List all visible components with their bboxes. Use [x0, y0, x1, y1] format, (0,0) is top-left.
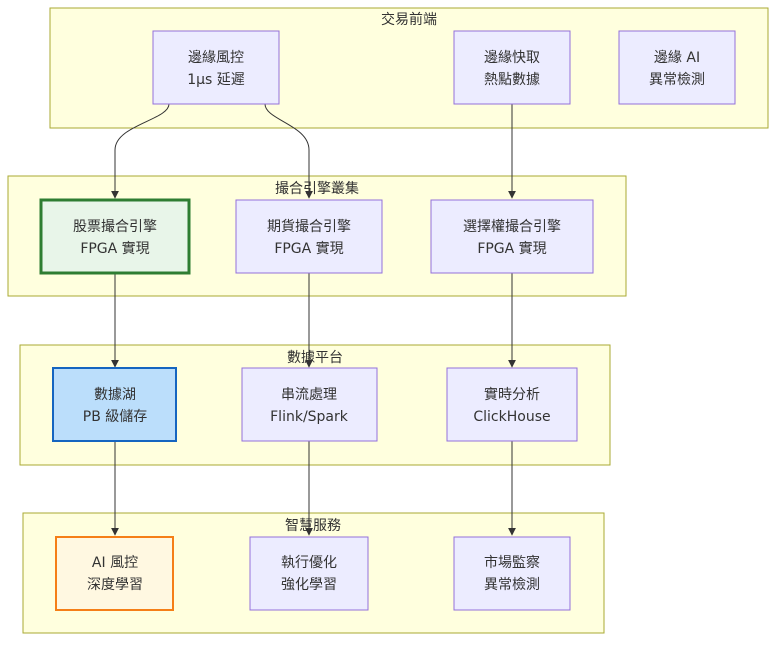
node-ai-risk[interactable]: AI 風控 深度學習	[55, 536, 174, 611]
node-data-lake[interactable]: 數據湖 PB 級儲存	[52, 367, 177, 442]
node-stock-match[interactable]: 股票撮合引擎 FPGA 實現	[39, 198, 191, 275]
node-stream-line2: Flink/Spark	[270, 409, 349, 425]
cluster-data-label: 數據平台	[287, 350, 343, 366]
node-realtime-line2: ClickHouse	[473, 409, 550, 425]
node-edge-cache-line1: 邊緣快取	[484, 50, 540, 66]
node-option-match[interactable]: 選擇權撮合引擎 FPGA 實現	[430, 199, 594, 274]
node-stock-match-line1: 股票撮合引擎	[73, 218, 157, 235]
edge-risk-to-stock	[111, 103, 170, 199]
node-data-lake-line2: PB 級儲存	[83, 409, 148, 425]
node-edge-risk-line1: 邊緣風控	[188, 50, 244, 66]
node-market-watch-line2: 異常檢測	[484, 576, 540, 593]
node-futures-match[interactable]: 期貨撮合引擎 FPGA 實現	[235, 199, 383, 274]
node-stream-line1: 串流處理	[281, 387, 337, 403]
cluster-frontend-label: 交易前端	[381, 11, 437, 28]
node-stream[interactable]: 串流處理 Flink/Spark	[241, 367, 378, 442]
node-edge-cache[interactable]: 邊緣快取 熱點數據	[453, 30, 571, 105]
edge-risk-to-futures	[264, 103, 313, 199]
node-edge-risk[interactable]: 邊緣風控 1μs 延遲	[152, 30, 280, 105]
node-edge-risk-line2: 1μs 延遲	[187, 72, 245, 88]
edges	[111, 103, 516, 536]
node-realtime-line1: 實時分析	[484, 386, 540, 403]
node-edge-cache-line2: 熱點數據	[484, 72, 540, 88]
node-stock-match-line2: FPGA 實現	[80, 240, 149, 257]
node-ai-risk-line2: 深度學習	[87, 577, 143, 593]
node-market-watch-line1: 市場監察	[484, 554, 540, 571]
node-exec-opt-line1: 執行優化	[281, 555, 337, 571]
cluster-matching-label: 撮合引擎叢集	[275, 180, 359, 197]
node-market-watch[interactable]: 市場監察 異常檢測	[453, 536, 571, 611]
node-option-match-line1: 選擇權撮合引擎	[463, 218, 561, 235]
node-option-match-line2: FPGA 實現	[477, 240, 546, 257]
cluster-smart-label: 智慧服務	[285, 518, 341, 534]
node-edge-ai-line1: 邊緣 AI	[654, 50, 700, 66]
node-futures-match-line1: 期貨撮合引擎	[267, 218, 351, 235]
node-futures-match-line2: FPGA 實現	[274, 240, 343, 257]
node-edge-ai-line2: 異常檢測	[649, 71, 705, 88]
node-ai-risk-line1: AI 風控	[92, 555, 138, 571]
node-exec-opt-line2: 強化學習	[281, 577, 337, 593]
node-realtime[interactable]: 實時分析 ClickHouse	[446, 367, 578, 442]
node-edge-ai[interactable]: 邊緣 AI 異常檢測	[618, 30, 736, 105]
node-exec-opt[interactable]: 執行優化 強化學習	[249, 536, 369, 611]
node-data-lake-line1: 數據湖	[94, 387, 136, 403]
